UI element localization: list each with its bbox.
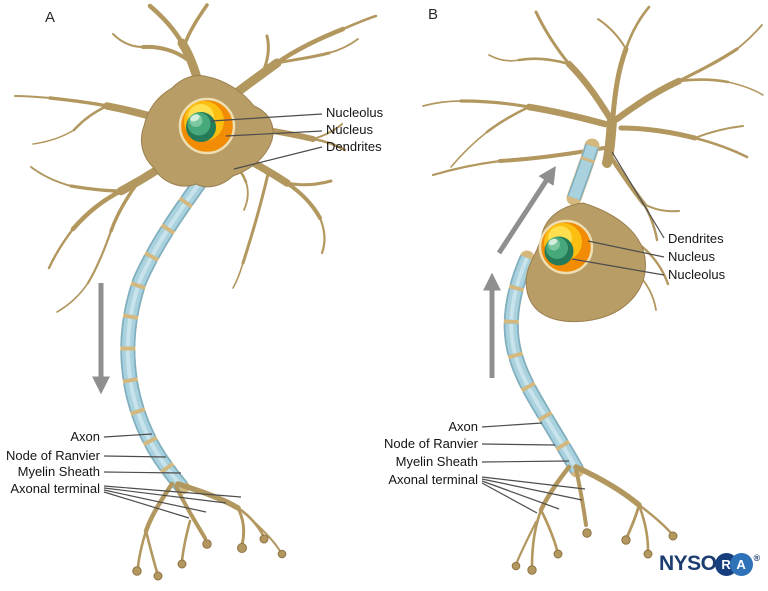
label-dendrites-b: Dendrites — [668, 231, 724, 246]
label-nucleolus-a: Nucleolus — [326, 105, 384, 120]
label-axon-a: Axon — [70, 429, 100, 444]
registered-mark-icon: ® — [753, 552, 761, 563]
nucleolus-a — [186, 112, 216, 142]
panel-letter-a: A — [45, 9, 56, 26]
label-node-of-ranvier-a: Node of Ranvier — [6, 448, 100, 463]
label-node-of-ranvier-b: Node of Ranvier — [384, 436, 478, 451]
nysora-logo: NYSO R A ® — [659, 552, 760, 576]
initial-myelin-segment-b — [566, 138, 600, 206]
nucleolus-b — [544, 236, 574, 266]
label-nucleus-b: Nucleus — [668, 249, 715, 264]
myelin-sheath-b — [503, 255, 584, 474]
label-myelin-sheath-b: Myelin Sheath — [395, 454, 478, 469]
axonal-terminal-b — [515, 464, 673, 568]
label-nucleolus-b: Nucleolus — [668, 267, 726, 282]
neuron-a-illustration — [14, 3, 378, 581]
leader-lines-b — [481, 151, 665, 514]
dendrites-b — [422, 5, 764, 311]
axonal-terminal-a — [136, 481, 281, 574]
axon-a — [120, 170, 211, 495]
label-axon-b: Axon — [448, 419, 478, 434]
neuron-b-illustration — [422, 5, 764, 575]
axon-b — [503, 250, 585, 478]
terminal-bulbs-a — [132, 534, 287, 581]
terminal-bulbs-b — [511, 528, 678, 575]
label-nucleus-a: Nucleus — [326, 122, 373, 137]
panel-letter-b: B — [428, 6, 439, 23]
signal-direction-arrow-up-long — [496, 165, 556, 255]
label-myelin-sheath-a: Myelin Sheath — [17, 464, 100, 479]
label-dendrites-a: Dendrites — [326, 139, 382, 154]
leader-lines-a — [103, 113, 323, 519]
myelin-sheath-a — [120, 173, 210, 492]
label-axonal-terminal-a: Axonal terminal — [10, 481, 100, 496]
label-axonal-terminal-b: Axonal terminal — [388, 472, 478, 487]
logo-text: NYSO — [659, 552, 717, 575]
logo-circle-a: A — [729, 552, 753, 576]
